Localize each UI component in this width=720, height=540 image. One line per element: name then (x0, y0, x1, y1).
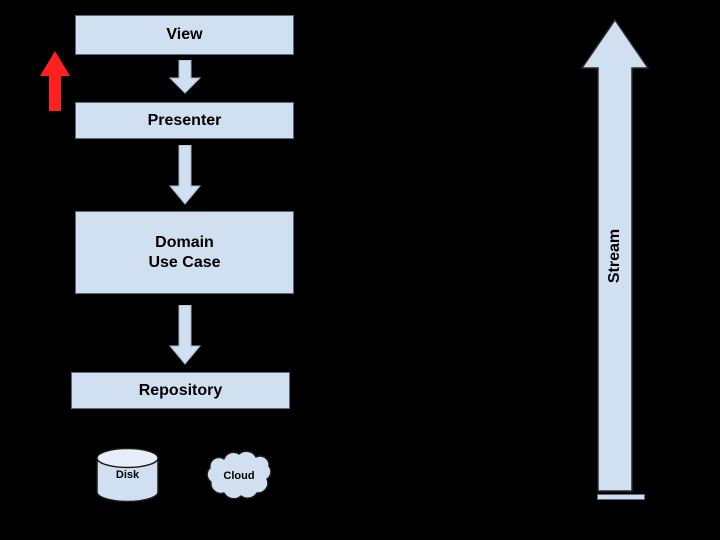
node-view[interactable]: View (75, 15, 294, 55)
red-up-arrow-icon (40, 51, 70, 111)
node-presenter-label: Presenter (147, 111, 222, 129)
node-domain-use-case[interactable]: Domain Use Case (75, 211, 294, 294)
node-view-label: View (166, 26, 203, 43)
node-domain-label-line2: Use Case (148, 253, 221, 271)
node-repository-label: Repository (138, 381, 223, 399)
stream-up-arrow-icon (580, 18, 650, 493)
stream-baseline (597, 494, 645, 500)
node-domain-label: Domain Use Case (148, 233, 220, 273)
down-arrow-icon-domain-to-repository (168, 305, 202, 365)
node-presenter[interactable]: Presenter (75, 102, 294, 139)
down-arrow-icon-view-to-presenter (168, 60, 202, 94)
cloud-icon (206, 450, 272, 500)
cylinder-icon (96, 448, 159, 502)
node-repository[interactable]: Repository (71, 372, 290, 409)
node-domain-label-line1: Domain (155, 233, 214, 251)
down-arrow-icon-presenter-to-domain (168, 145, 202, 205)
